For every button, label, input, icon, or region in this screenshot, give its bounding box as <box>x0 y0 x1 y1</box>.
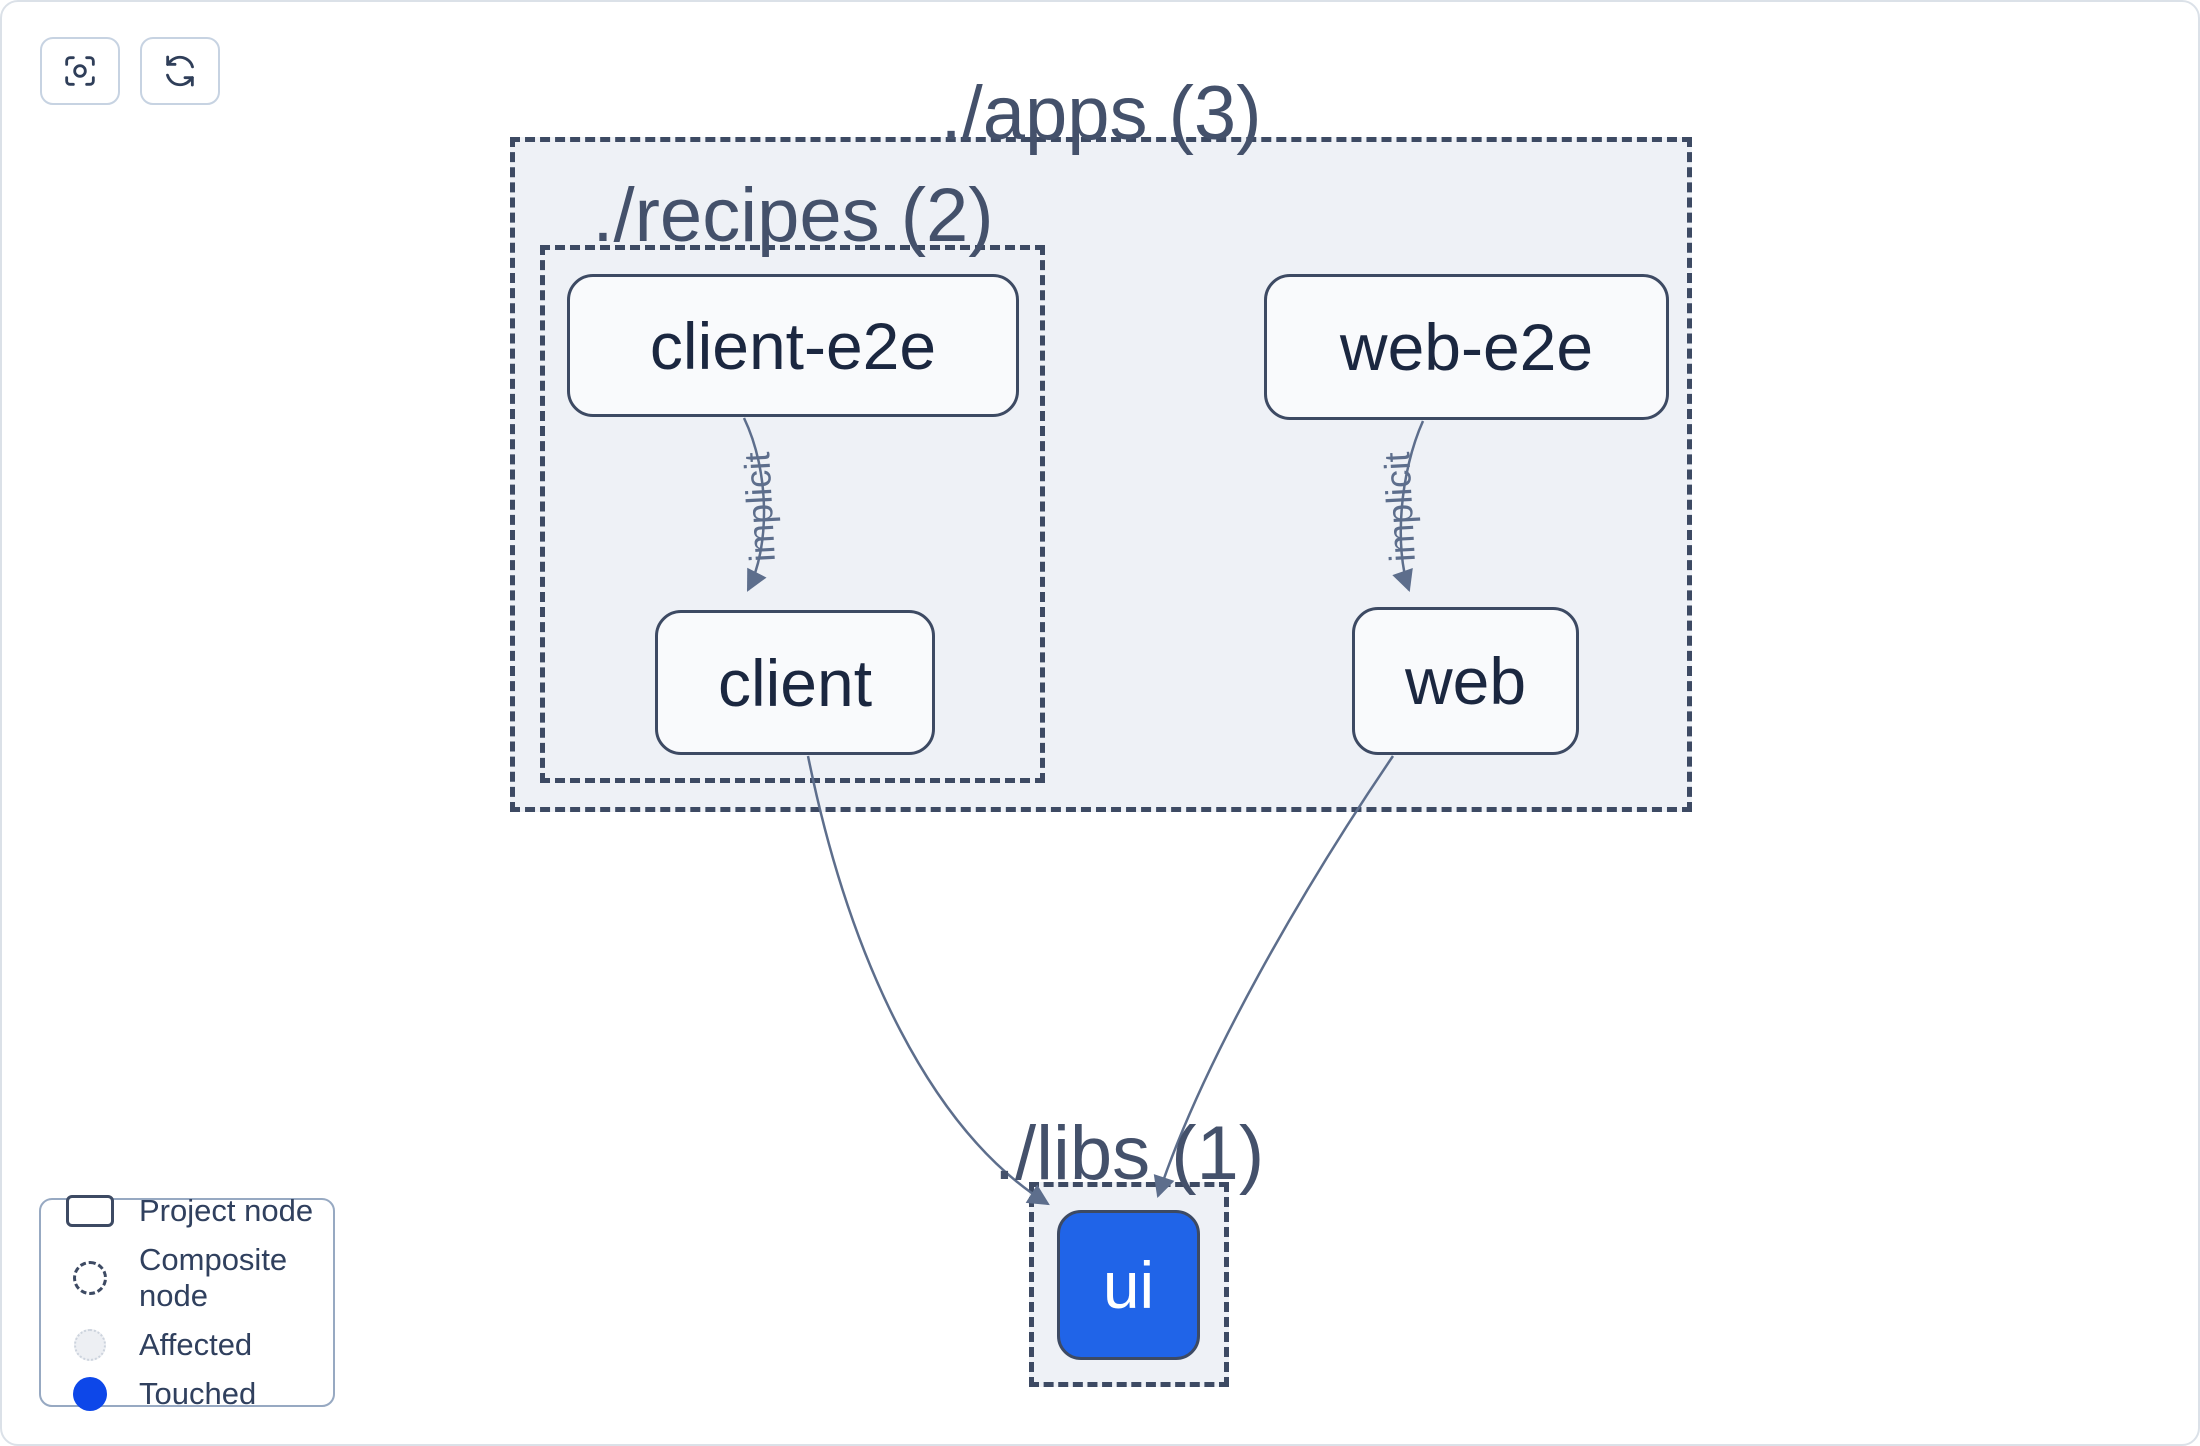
refresh-cycle-icon <box>160 51 200 91</box>
touched-swatch <box>73 1377 107 1411</box>
node-client-e2e[interactable]: client-e2e <box>567 274 1019 417</box>
node-web[interactable]: web <box>1352 607 1579 755</box>
legend-item-project-node: Project node <box>41 1193 333 1229</box>
legend-item-affected: Affected <box>41 1327 333 1363</box>
node-ui[interactable]: ui <box>1057 1210 1200 1360</box>
edge-web-to-ui[interactable] <box>1153 755 1395 1199</box>
focus-crosshair-icon <box>60 51 100 91</box>
node-label: ui <box>1102 1248 1155 1322</box>
group-label-apps: ./apps (3) <box>940 71 1262 156</box>
legend-item-touched: Touched <box>41 1376 333 1412</box>
legend-label: Affected <box>139 1327 253 1362</box>
legend-label: Project node <box>139 1193 314 1228</box>
composite-node-swatch <box>73 1261 107 1295</box>
edge-web-e2e-to-web[interactable] <box>1392 420 1425 593</box>
node-client[interactable]: client <box>655 610 935 755</box>
project-node-swatch <box>66 1195 114 1227</box>
node-label: client-e2e <box>649 308 937 383</box>
edge-label-implicit-right: implicit <box>1376 451 1423 564</box>
node-web-e2e[interactable]: web-e2e <box>1264 274 1669 420</box>
node-label: web <box>1404 644 1527 718</box>
focus-button[interactable] <box>40 37 120 105</box>
affected-swatch <box>74 1329 106 1361</box>
node-label: client <box>717 645 873 720</box>
legend-label: Touched <box>139 1376 257 1411</box>
group-label-recipes: ./recipes (2) <box>592 173 994 258</box>
edge-client-e2e-to-client[interactable] <box>742 417 767 592</box>
edge-client-to-ui[interactable] <box>806 755 1050 1206</box>
refresh-button[interactable] <box>140 37 220 105</box>
legend-panel: Project node Composite node Affected Tou… <box>39 1193 335 1411</box>
legend-label: Composite node <box>139 1242 288 1313</box>
legend-item-composite-node: Composite node <box>41 1242 333 1314</box>
group-label-libs: ./libs (1) <box>993 1111 1265 1196</box>
edge-label-implicit-left: implicit <box>736 451 783 564</box>
node-label: web-e2e <box>1339 310 1594 384</box>
